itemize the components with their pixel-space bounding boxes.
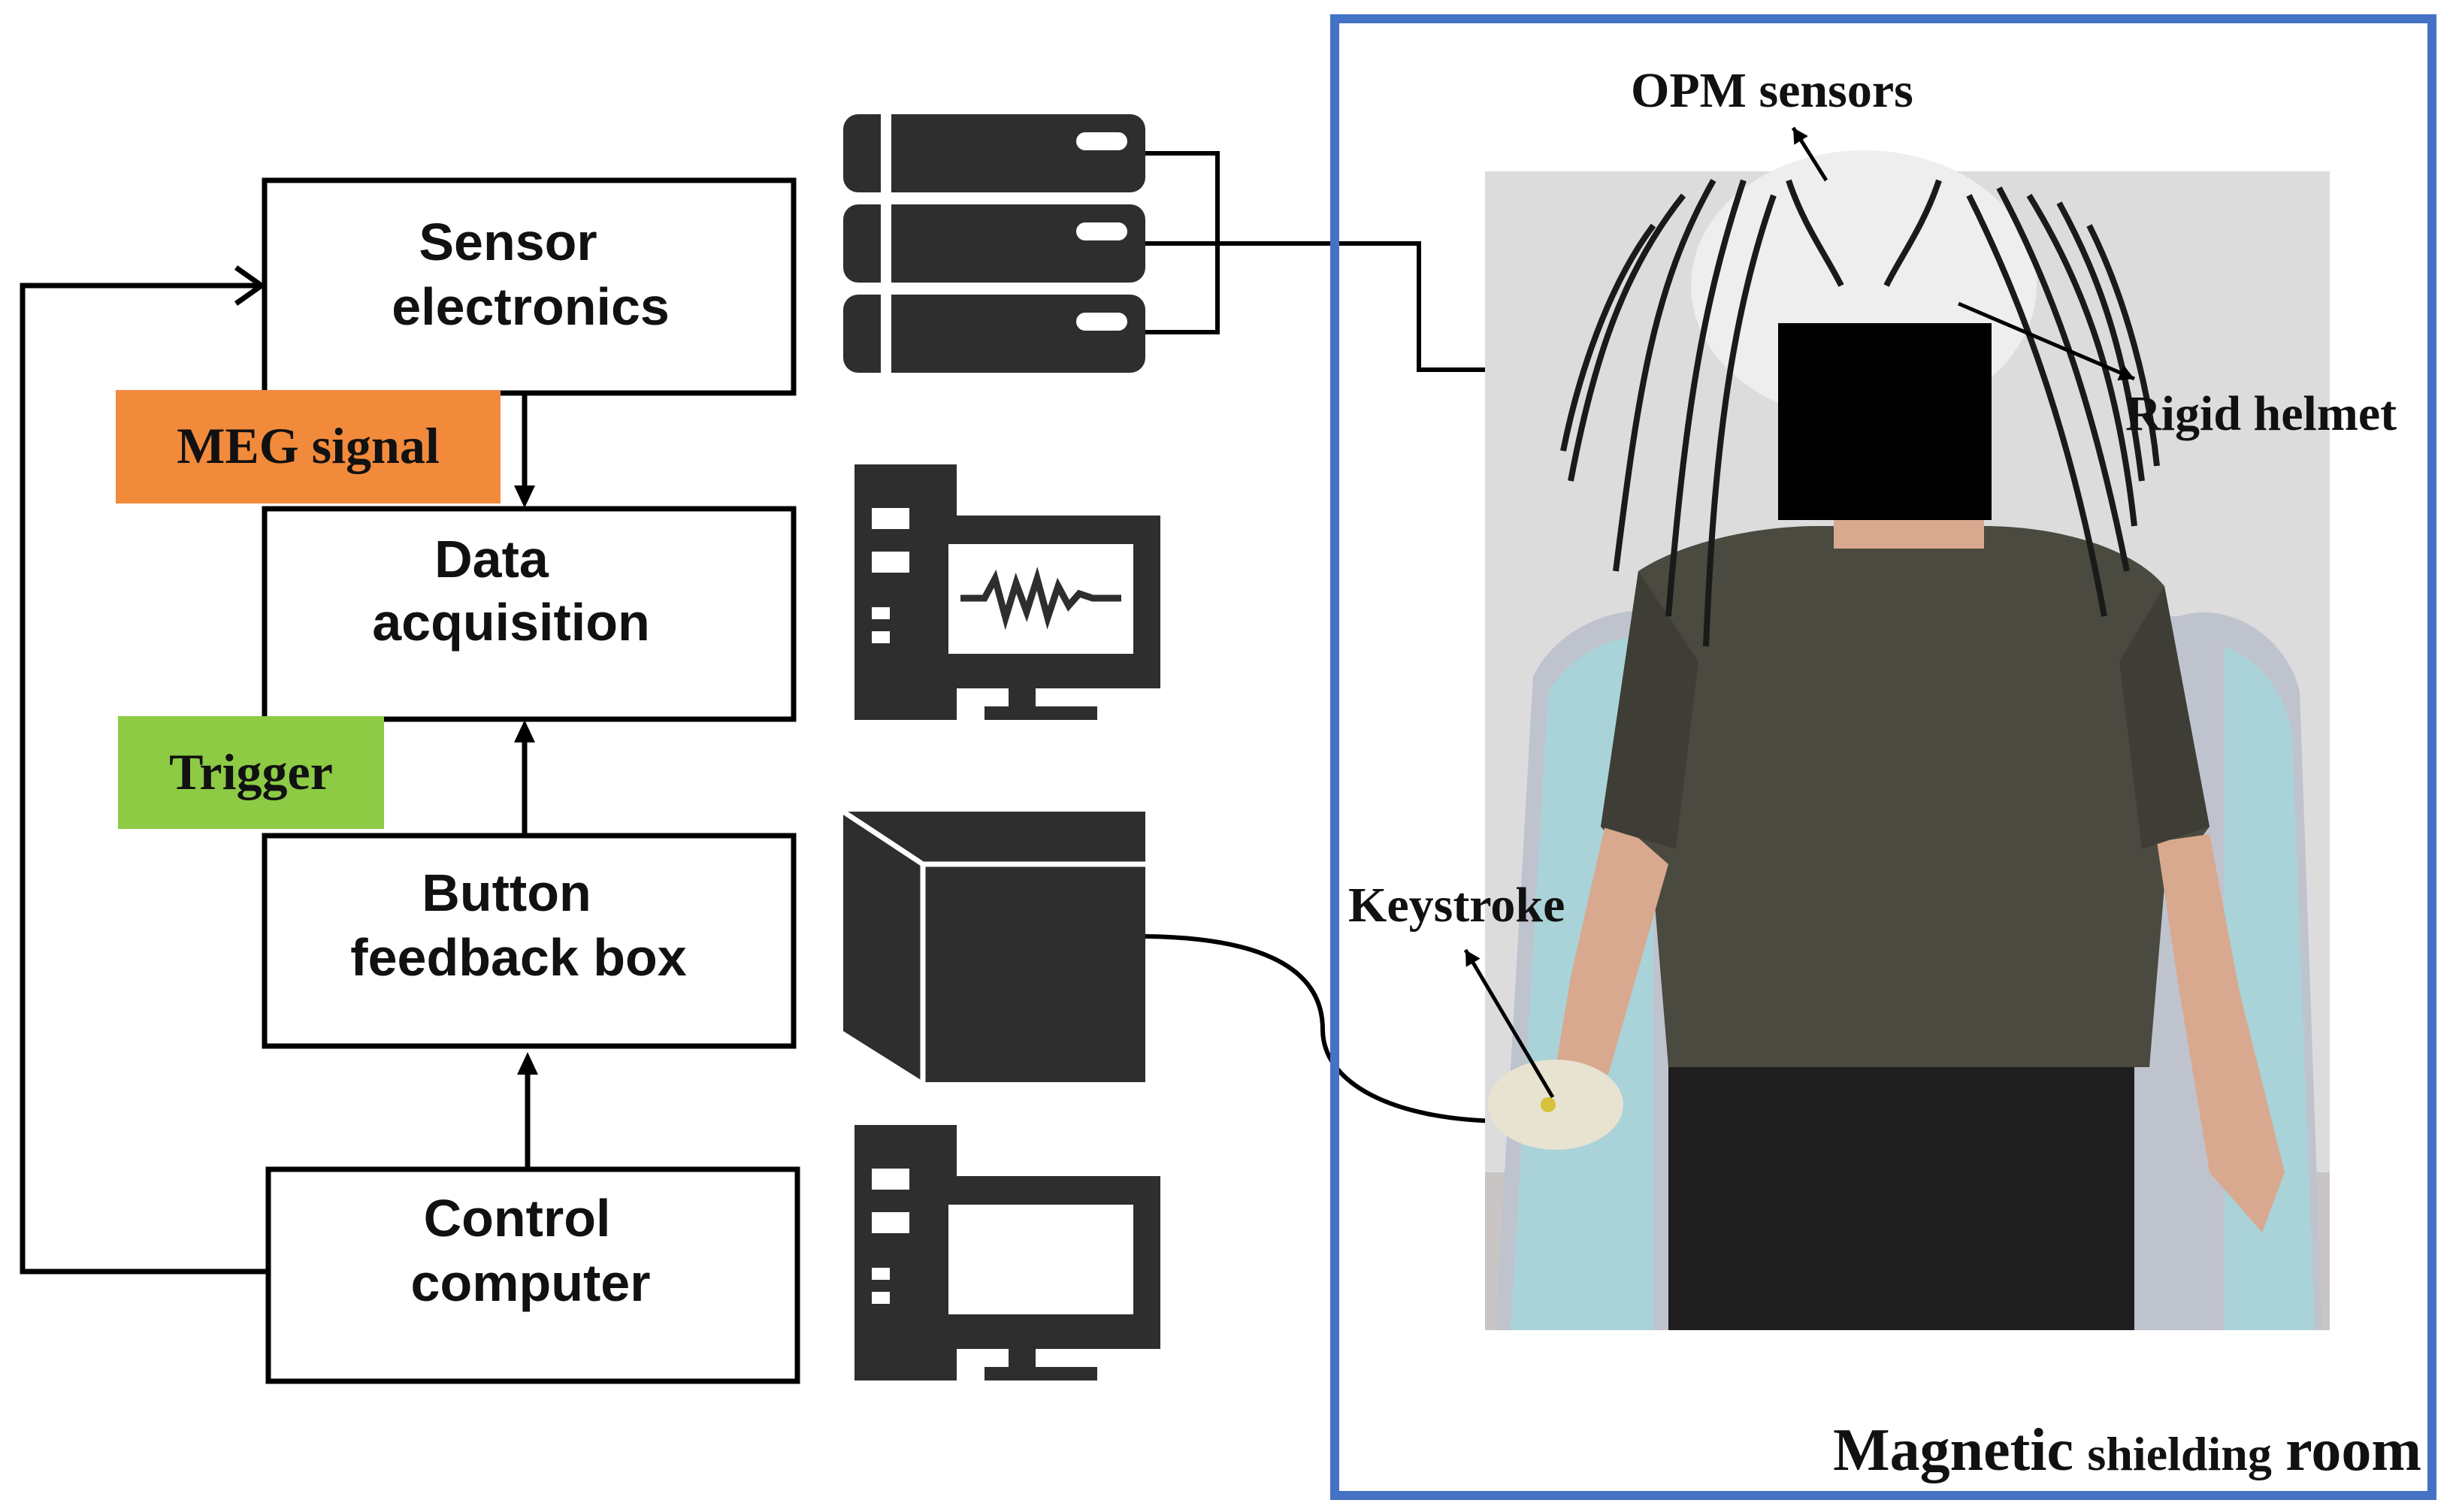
control-computer-label-1: Control xyxy=(424,1189,611,1247)
button-feedback-box: Button feedback box xyxy=(262,833,797,1049)
button-box-cable xyxy=(1145,934,1502,1123)
sensor-to-acq-head xyxy=(514,485,535,508)
workstation-icon xyxy=(854,1125,1160,1380)
data-acquisition-box: Data acquisition xyxy=(262,506,797,722)
trigger-tag: Trigger xyxy=(118,716,384,829)
room-label-middle: shielding xyxy=(2087,1427,2271,1480)
room-label-first: Magnetic xyxy=(1833,1417,2073,1483)
opm-sensors-pointer xyxy=(1791,126,1828,182)
button-to-acq-head xyxy=(514,720,535,742)
rigid-helmet-label: Rigid helmet xyxy=(2125,386,2397,441)
loop-arrowhead xyxy=(234,265,267,306)
rigid-helmet-pointer xyxy=(1958,301,2135,381)
meg-signal-label: MEG signal xyxy=(177,417,440,474)
sensor-electronics-label-1: Sensor xyxy=(419,213,597,271)
data-acquisition-label-1: Data xyxy=(434,530,549,588)
data-acquisition-label-2: acquisition xyxy=(372,593,649,652)
control-computer-box: Control computer xyxy=(265,1166,800,1384)
control-to-button-head xyxy=(517,1052,538,1075)
button-box-icon xyxy=(842,809,1145,1082)
button-feedback-label-1: Button xyxy=(422,863,591,922)
sensor-electronics-box: Sensor electronics xyxy=(262,177,797,396)
control-computer-label-2: computer xyxy=(411,1253,651,1312)
trigger-label: Trigger xyxy=(169,743,333,800)
magnetic-shielding-room-border xyxy=(1330,14,2436,1500)
keystroke-label: Keystroke xyxy=(1348,878,1565,933)
meg-signal-tag: MEG signal xyxy=(116,390,501,503)
workstation-waveform-icon xyxy=(854,464,1160,720)
server-rack-icon xyxy=(843,114,1145,373)
participant-photo xyxy=(1485,150,2330,1330)
room-label-last: room xyxy=(2285,1417,2421,1483)
button-feedback-label-2: feedback box xyxy=(350,928,686,987)
keystroke-pointer xyxy=(1463,948,1555,1099)
opm-sensors-label: OPM sensors xyxy=(1631,63,1913,118)
control-to-sensor-loop xyxy=(20,283,267,1275)
magnetic-shielding-room-label: Magnetic shielding room xyxy=(1833,1417,2421,1483)
sensor-electronics-label-2: electronics xyxy=(392,277,670,336)
